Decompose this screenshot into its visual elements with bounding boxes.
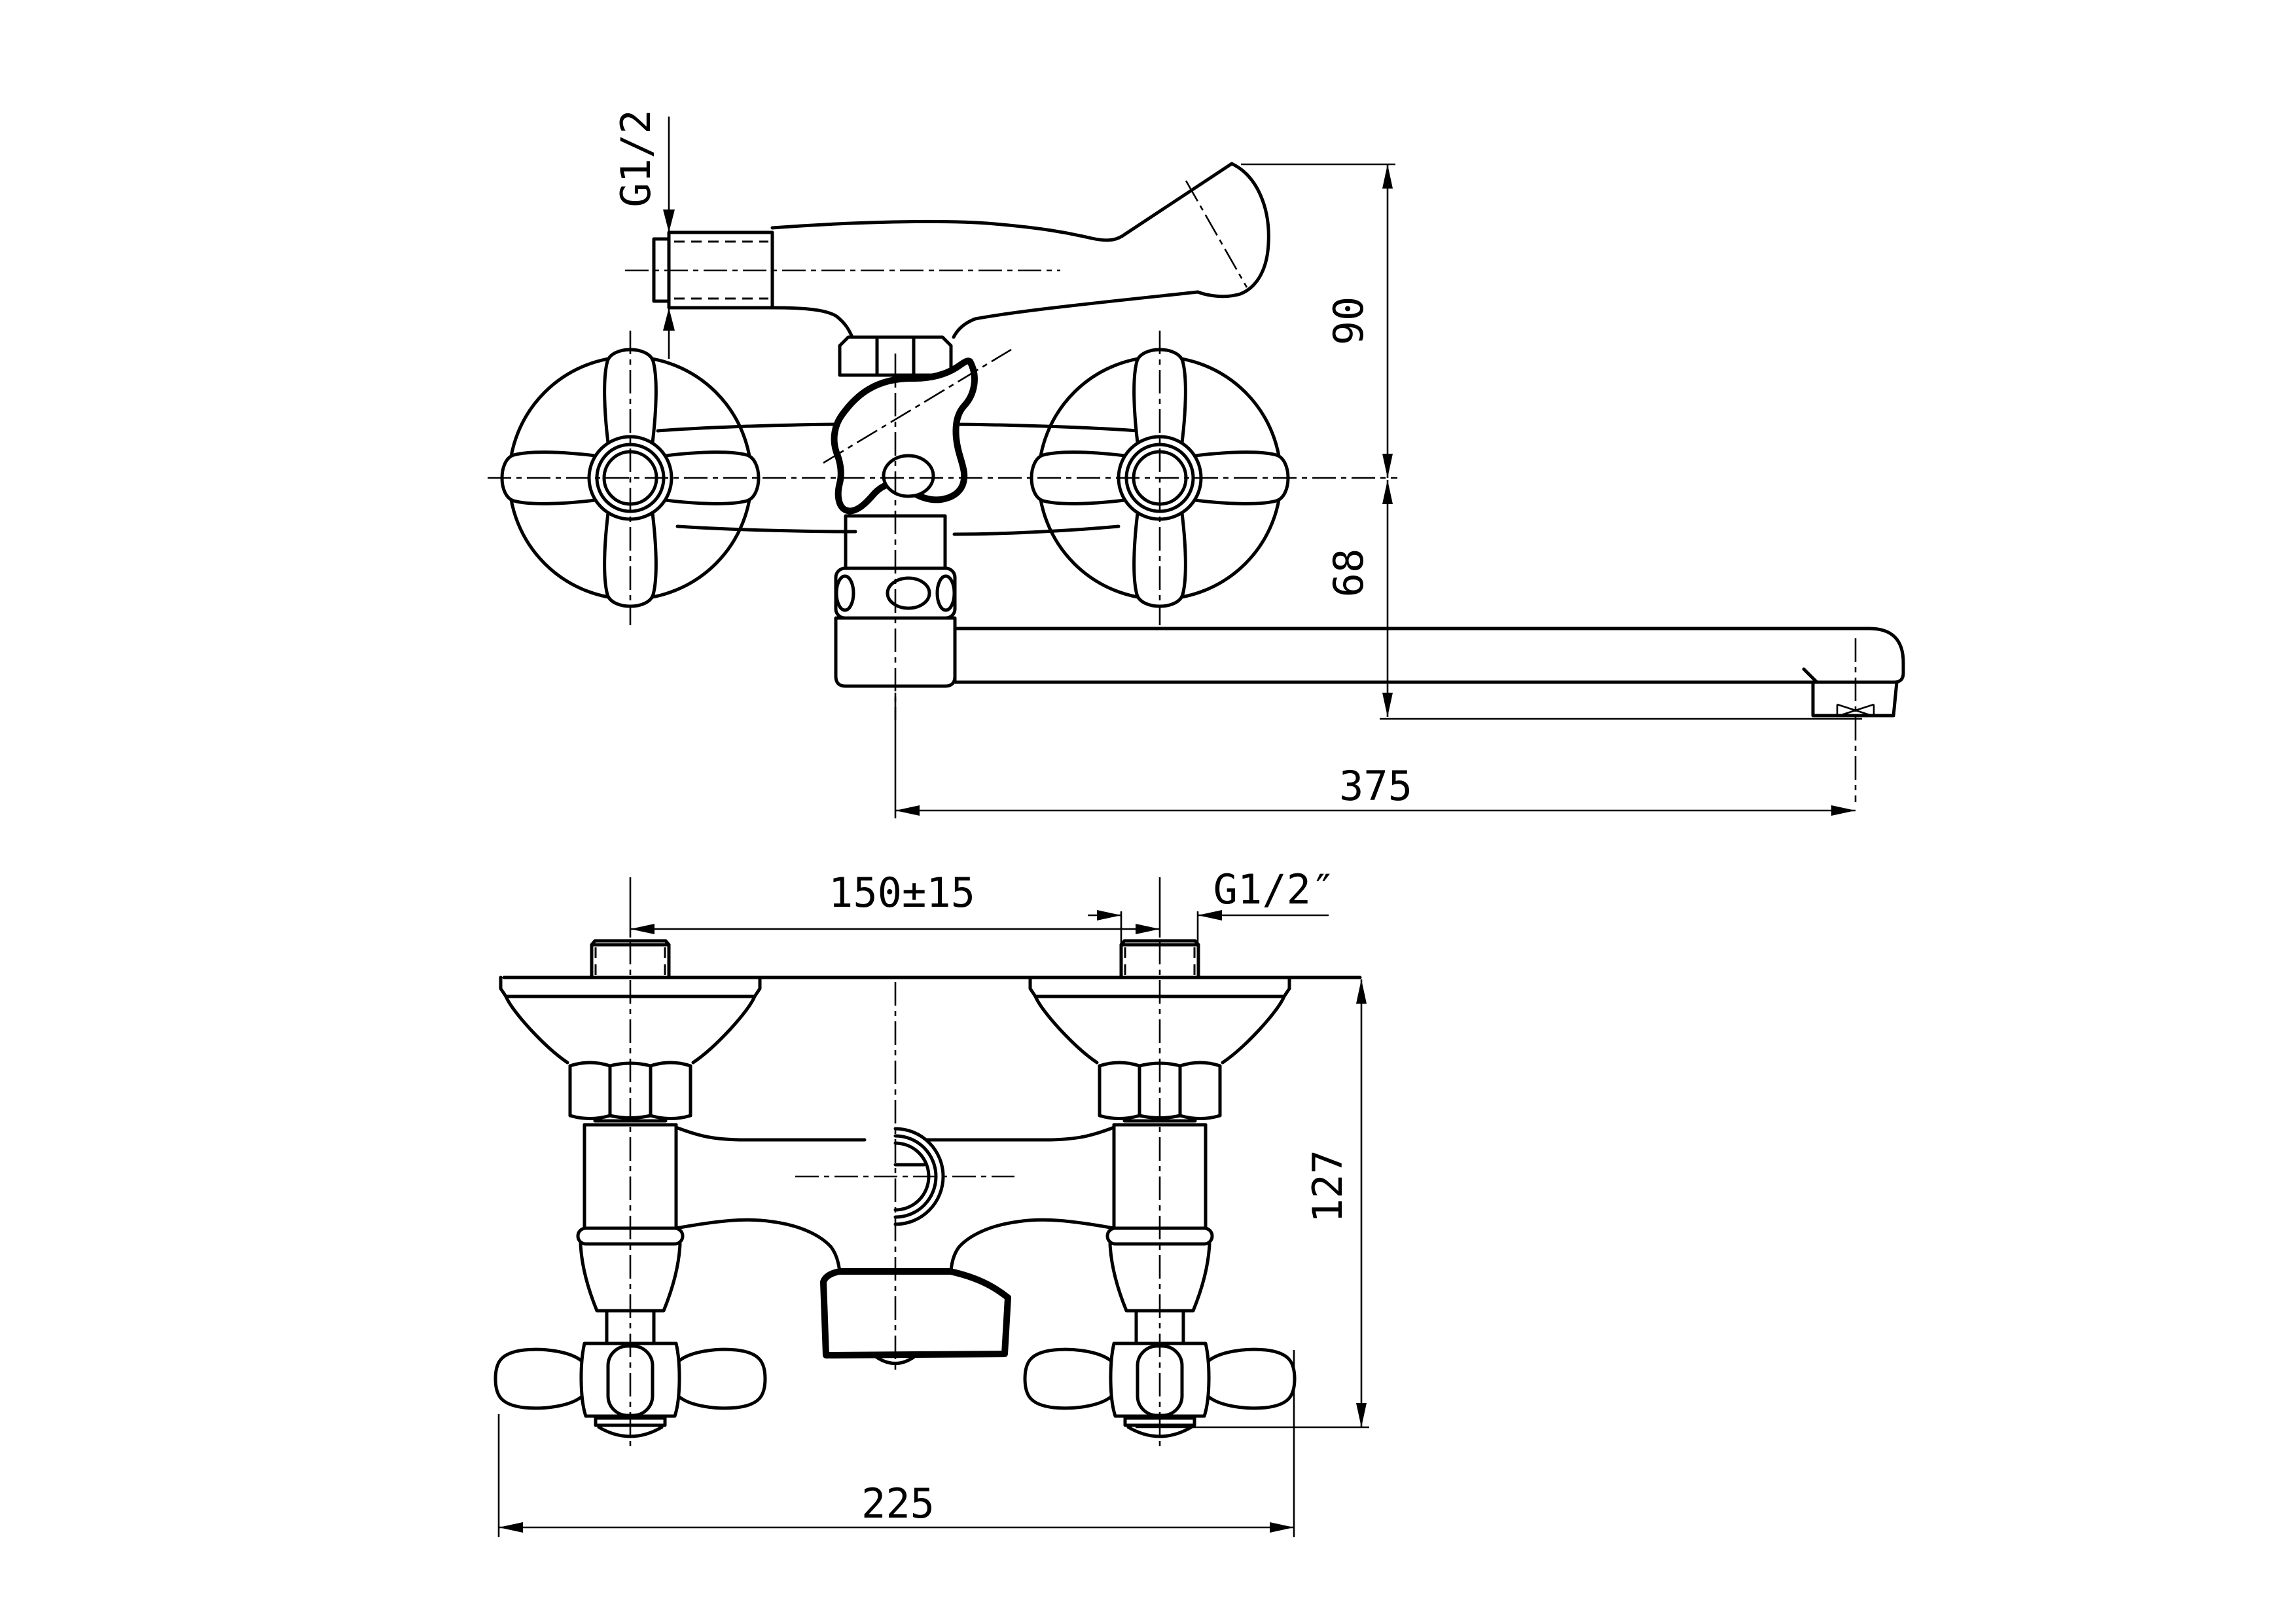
thread-hidden-lines xyxy=(594,947,666,976)
arm-upper-left xyxy=(674,1125,867,1142)
arm-lower-left xyxy=(674,1218,842,1273)
dim-thread-wall-label: G1/2″ xyxy=(1213,866,1336,913)
shower-outlet-body xyxy=(652,162,1270,339)
diverter-dome xyxy=(872,1353,918,1365)
front-view: G1/2 90 68 375 xyxy=(488,109,1905,818)
arrowhead xyxy=(1097,910,1121,921)
dim-spout-reach: 375 xyxy=(894,693,1856,818)
dim-thread-top-label: G1/2 xyxy=(612,109,660,207)
arrowhead xyxy=(663,210,675,232)
handle-wing-right xyxy=(1206,1347,1297,1410)
arrowhead xyxy=(1136,924,1160,934)
body-top-edge xyxy=(770,162,1234,242)
thread-hidden-lines xyxy=(674,240,768,300)
handle-dome xyxy=(1126,1425,1193,1438)
body-end-curve xyxy=(1196,162,1270,299)
dim-height-spout: 68 xyxy=(1325,480,1862,720)
mounting-nut xyxy=(568,1061,692,1127)
body-arm-upper-right xyxy=(941,422,1140,433)
dim-height-spout-label: 68 xyxy=(1325,549,1372,598)
thread-hidden-lines xyxy=(1124,947,1196,976)
arrowhead xyxy=(1382,164,1393,189)
ring-band-oval-center xyxy=(886,576,931,610)
extension-lines xyxy=(1120,911,1199,977)
stem-collar xyxy=(1134,1309,1185,1344)
arrowhead xyxy=(1382,480,1393,504)
stem-collar xyxy=(605,1309,656,1344)
nut-facets xyxy=(1098,1064,1222,1118)
valve-body-cylinder xyxy=(583,1123,678,1230)
spout-tube xyxy=(953,627,1905,684)
arrowhead xyxy=(895,805,920,816)
body-arm-upper-left xyxy=(656,422,853,433)
handle-top-view xyxy=(493,1341,767,1438)
arrowhead xyxy=(1356,1403,1367,1427)
arm-lower-right xyxy=(949,1218,1116,1273)
hex-nut-facets xyxy=(875,337,916,377)
dim-depth: 127 xyxy=(1136,979,1369,1429)
right-connector xyxy=(1023,939,1297,1450)
handle-arm xyxy=(500,450,602,505)
nut-facets xyxy=(568,1064,692,1118)
top-view-center-body xyxy=(674,982,1116,1370)
dim-thread-wall: G1/2″ xyxy=(1088,866,1335,977)
extension-lines xyxy=(629,877,1161,938)
center-column xyxy=(823,180,1905,802)
arrowhead xyxy=(1270,1522,1294,1533)
ring-band-oval-right xyxy=(935,574,956,612)
diverter-knob xyxy=(831,357,978,515)
arrowhead xyxy=(630,924,655,934)
arrowhead xyxy=(1831,805,1856,816)
left-connector xyxy=(493,939,767,1450)
flange-cone xyxy=(504,994,757,1065)
ring-band-oval-left xyxy=(834,574,855,612)
outlet-axis-centerline xyxy=(1185,180,1248,288)
arrowhead xyxy=(1356,979,1367,1004)
left-cross-handle xyxy=(500,348,761,608)
dim-width-total: 225 xyxy=(497,1350,1295,1537)
dim-thread-top: G1/2 xyxy=(612,109,675,359)
handle-wing-left xyxy=(493,1347,584,1410)
body-arms xyxy=(656,422,1140,536)
body-underside-left xyxy=(770,306,854,339)
body-underside-right xyxy=(952,290,1200,339)
diverter-knob-button xyxy=(882,454,935,498)
handle-arm xyxy=(658,450,761,505)
top-view: 150±15 G1/2″ 127 225 xyxy=(493,866,1369,1537)
spout-chamfer-tick xyxy=(1802,667,1819,684)
arrowhead xyxy=(499,1522,523,1533)
dim-centers: 150±15 xyxy=(629,869,1161,938)
hose-nipple-cap xyxy=(652,237,671,303)
handle-dome xyxy=(597,1425,664,1438)
dim-centers-label: 150±15 xyxy=(829,869,975,917)
arm-upper-right xyxy=(924,1125,1116,1142)
handle-wing-right xyxy=(677,1347,767,1410)
dim-width-total-label: 225 xyxy=(861,1480,935,1527)
arrowhead xyxy=(1382,454,1393,478)
aerator-x-mark xyxy=(1836,703,1875,718)
valve-body-cylinder xyxy=(1112,1123,1208,1230)
dim-depth-label: 127 xyxy=(1304,1150,1352,1223)
mounting-nut xyxy=(1098,1061,1222,1127)
left-valve xyxy=(500,331,761,625)
extension-lines xyxy=(497,1350,1295,1537)
dim-height-top: 90 xyxy=(1241,163,1395,478)
arrowhead xyxy=(1382,693,1393,717)
flange-cone xyxy=(1033,994,1286,1065)
handle-wing-left xyxy=(1023,1347,1113,1410)
body-arm-lower-right xyxy=(952,524,1121,536)
dim-height-top-label: 90 xyxy=(1325,297,1372,346)
arrowhead xyxy=(663,308,675,331)
spout-aerator xyxy=(1811,680,1899,718)
diverter-knob-top xyxy=(820,1268,1011,1359)
body-arm-lower-left xyxy=(675,524,857,534)
dim-spout-reach-label: 375 xyxy=(1339,762,1412,810)
diverter-axis-centerline xyxy=(823,348,1012,464)
arrowhead xyxy=(1198,910,1222,921)
spout xyxy=(953,627,1905,802)
